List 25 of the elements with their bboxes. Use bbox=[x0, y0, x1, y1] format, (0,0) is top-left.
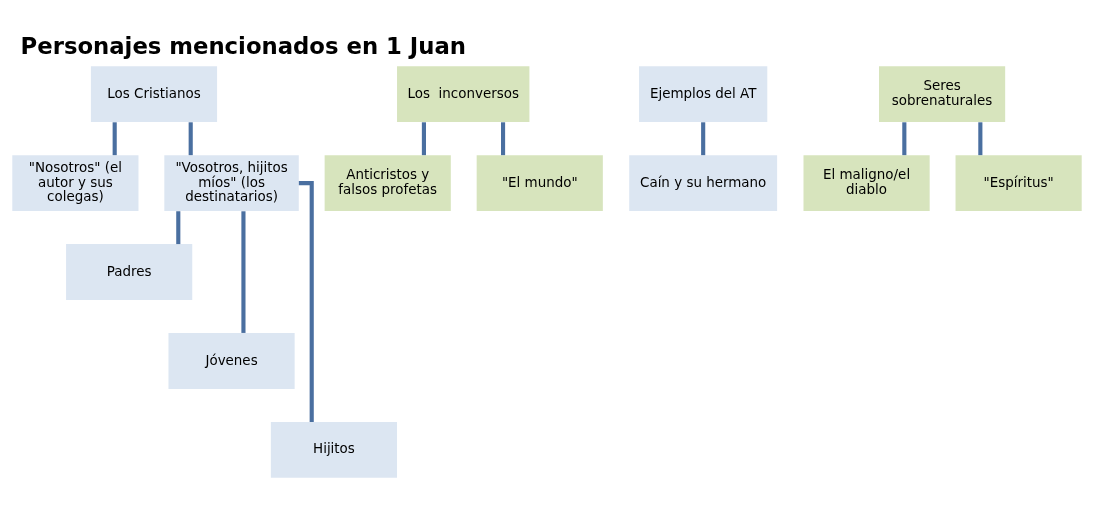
diagram-title: Personajes mencionados en 1 Juan bbox=[20, 32, 466, 59]
connector bbox=[421, 121, 426, 155]
node-box: El maligno/el diablo bbox=[803, 154, 930, 211]
node-box: Los inconversos bbox=[397, 65, 530, 122]
node-box: Seres sobrenaturales bbox=[879, 65, 1006, 122]
node-box: "El mundo" bbox=[476, 154, 603, 211]
node-box: Jóvenes bbox=[168, 332, 295, 389]
connector bbox=[902, 121, 907, 155]
node-box: Ejemplos del AT bbox=[639, 65, 768, 122]
node-box: "Espíritus" bbox=[955, 154, 1082, 211]
node-box: "Vosotros, hijitos míos" (los destinatarios) bbox=[164, 154, 299, 211]
node-box: Anticristos y falsos profetas bbox=[324, 154, 451, 211]
node-box: Hijitos bbox=[270, 421, 398, 478]
connector bbox=[241, 210, 246, 333]
node-box: "Nosotros" (el autor y sus colegas) bbox=[12, 154, 139, 211]
connector bbox=[188, 121, 193, 155]
node-box: Los Cristianos bbox=[90, 65, 218, 122]
node-box: Caín y su hermano bbox=[629, 154, 778, 211]
connector bbox=[500, 121, 506, 155]
connector bbox=[701, 121, 706, 155]
connector bbox=[978, 121, 983, 155]
connector bbox=[112, 121, 117, 155]
connector bbox=[298, 180, 314, 422]
connector bbox=[176, 210, 181, 244]
node-box: Padres bbox=[66, 243, 193, 300]
